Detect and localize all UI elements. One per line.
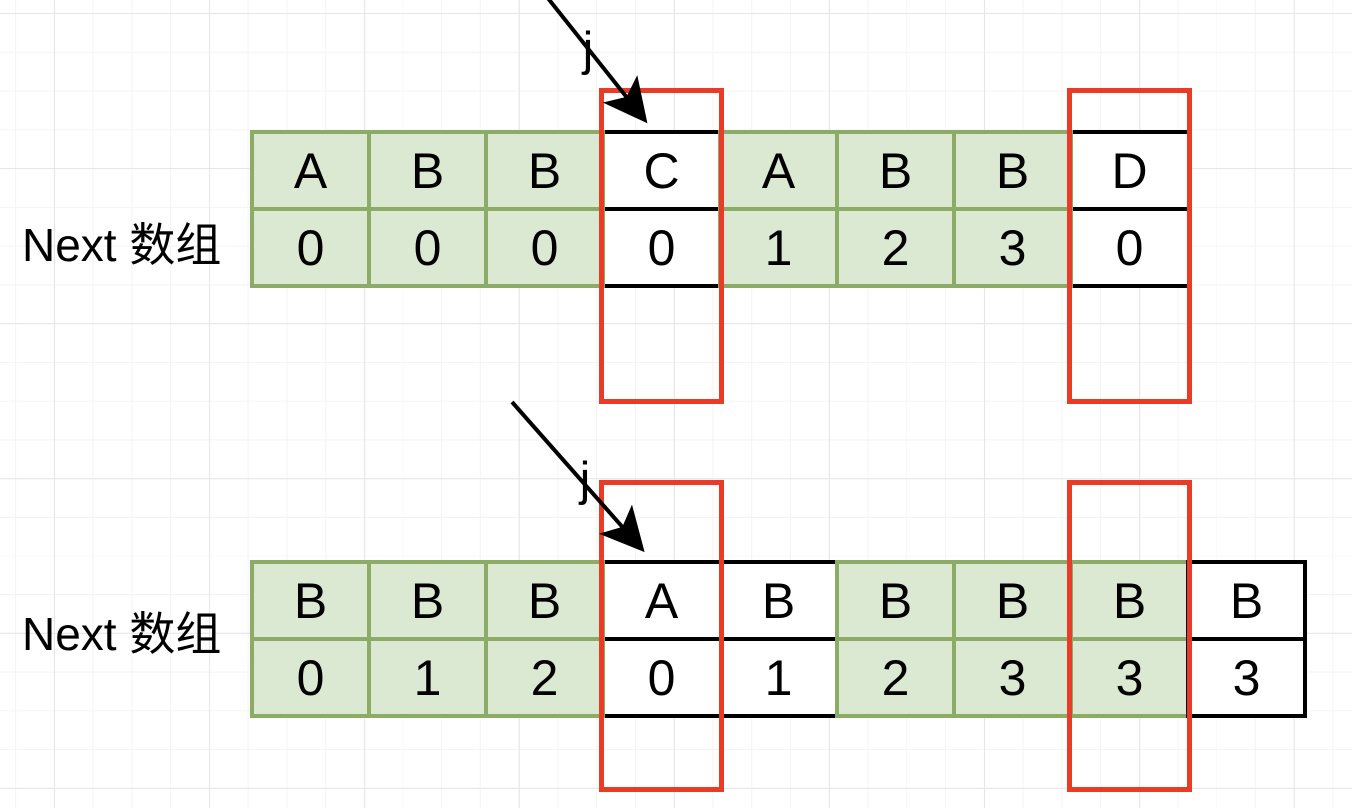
bottom-letter-cell-7: B — [1069, 560, 1190, 641]
top-j-pointer-label: j — [582, 22, 594, 75]
top-value-cell-5: 2 — [835, 207, 956, 288]
bottom-letter-cell-6: B — [952, 560, 1073, 641]
bottom-letter-cell-4: B — [718, 560, 839, 641]
top-letter-cell-2: B — [484, 130, 605, 211]
highlight-box-bottom-a-column — [599, 480, 724, 792]
bottom-value-cell-3: 0 — [601, 637, 722, 718]
top-value-cell-0: 0 — [250, 207, 371, 288]
bottom-j-pointer-label: j — [579, 452, 591, 505]
bottom-letter-cell-5: B — [835, 560, 956, 641]
bottom-value-cell-0: 0 — [250, 637, 371, 718]
highlight-box-top-c-column — [599, 88, 724, 404]
bottom-value-cell-8: 3 — [1186, 637, 1307, 718]
bottom-value-cell-7: 3 — [1069, 637, 1190, 718]
bottom-letter-cell-0: B — [250, 560, 371, 641]
top-value-cell-4: 1 — [718, 207, 839, 288]
bottom-value-cell-4: 1 — [718, 637, 839, 718]
top-value-cell-2: 0 — [484, 207, 605, 288]
highlight-box-bottom-b-column — [1067, 480, 1192, 792]
bottom-value-cell-6: 3 — [952, 637, 1073, 718]
highlight-box-top-d-column — [1067, 88, 1192, 404]
bottom-value-cell-2: 2 — [484, 637, 605, 718]
bottom-value-cell-1: 1 — [367, 637, 488, 718]
bottom-letter-cell-1: B — [367, 560, 488, 641]
bottom-array-label: Next 数组 — [22, 608, 222, 660]
bottom-value-cell-5: 2 — [835, 637, 956, 718]
top-value-cell-1: 0 — [367, 207, 488, 288]
top-letter-cell-0: A — [250, 130, 371, 211]
top-value-cell-6: 3 — [952, 207, 1073, 288]
bottom-letter-cell-8: B — [1186, 560, 1307, 641]
top-value-cell-3: 0 — [601, 207, 722, 288]
top-letter-cell-4: A — [718, 130, 839, 211]
top-letter-cell-1: B — [367, 130, 488, 211]
top-letter-cell-5: B — [835, 130, 956, 211]
top-array-label: Next 数组 — [22, 219, 222, 271]
bottom-letter-cell-2: B — [484, 560, 605, 641]
top-letter-cell-3: C — [601, 130, 722, 211]
top-value-cell-7: 0 — [1069, 207, 1190, 288]
top-letter-cell-6: B — [952, 130, 1073, 211]
